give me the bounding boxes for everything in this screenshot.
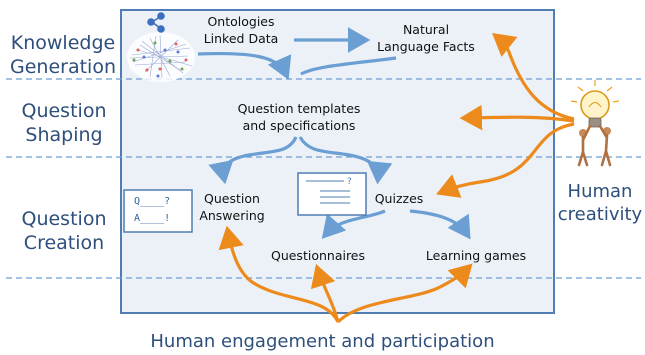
qa-card-answer-text: A____!: [134, 213, 171, 224]
stage-label-line: Generation: [10, 56, 116, 78]
qa-card-icon: [123, 189, 193, 233]
stage-label-knowledge-generation: Knowledge Generation: [4, 31, 122, 79]
flow-arrow-templates-to-quizzes: [298, 136, 393, 185]
stage-label-question-shaping: Question Shaping: [8, 99, 120, 147]
node-line: Language Facts: [377, 39, 475, 54]
node-line: Answering: [199, 208, 265, 223]
node-line: Linked Data: [203, 31, 279, 46]
node-line: Ontologies: [207, 14, 275, 29]
human-label-line: creativity: [557, 204, 643, 225]
flow-arrow-ontologies-to-templates: [197, 51, 292, 80]
graph-network-icon: [127, 32, 195, 82]
human-creativity-label: Human creativity: [556, 180, 644, 226]
node-natural-language-facts: Natural Language Facts: [366, 21, 486, 55]
node-question-templates: Question templates and specifications: [228, 100, 370, 134]
node-quizzes: Quizzes: [374, 191, 424, 206]
node-line: and specifications: [242, 118, 356, 133]
svg-text:?: ?: [347, 177, 352, 187]
human-label-line: Human: [567, 181, 633, 202]
node-line: Question templates: [237, 101, 361, 116]
creativity-arrow-to-facts: [492, 33, 575, 121]
node-line: Natural: [402, 22, 450, 37]
creativity-arrow-to-quizzes: [436, 122, 575, 198]
stage-label-line: Question: [21, 100, 107, 122]
share-icon: [147, 12, 165, 33]
node-ontologies-linked-data: Ontologies Linked Data: [193, 13, 289, 47]
stage-label-line: Shaping: [25, 124, 103, 146]
lightbulb-people-icon: [570, 80, 620, 167]
node-learning-games: Learning games: [425, 248, 527, 263]
engagement-arrow-to-qa: [218, 225, 340, 323]
node-questionnaires: Questionnaires: [270, 248, 366, 263]
stage-label-line: Creation: [23, 232, 105, 254]
qa-card-question-text: Q____?: [134, 196, 171, 207]
stage-label-question-creation: Question Creation: [8, 207, 120, 255]
flow-arrow-facts-to-templates: [300, 56, 397, 76]
flow-arrow-quizzes-to-questionnaires: [321, 209, 386, 239]
engagement-arrow-to-questionnaires: [310, 263, 340, 323]
human-engagement-label: Human engagement and participation: [150, 331, 495, 352]
stage-label-line: Knowledge: [10, 32, 116, 54]
quiz-sheet-icon: ?: [297, 172, 367, 216]
flow-arrow-quizzes-to-games: [409, 209, 471, 240]
creativity-arrow-to-templates: [459, 104, 575, 131]
node-question-answering: Question Answering: [192, 190, 272, 224]
flow-arrow-templates-to-qa: [208, 136, 298, 185]
node-line: Question: [204, 191, 260, 206]
stage-label-line: Question: [21, 208, 107, 230]
engagement-arrow-to-games: [336, 263, 473, 324]
